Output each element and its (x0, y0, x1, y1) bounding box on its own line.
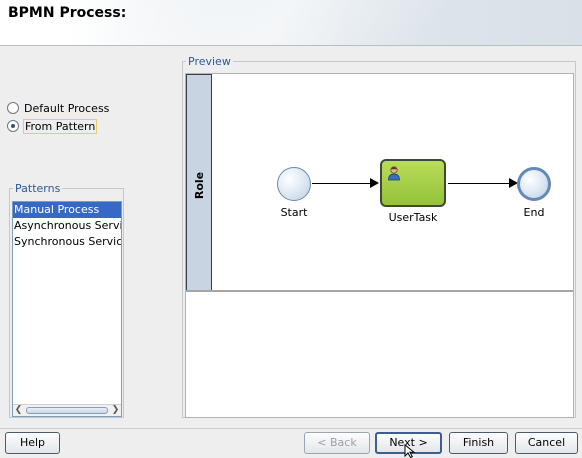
default-process-radio[interactable] (7, 102, 19, 114)
mouse-cursor-icon (404, 444, 416, 458)
patterns-horizontal-scrollbar[interactable]: ❮ ❯ (13, 404, 121, 416)
preview-legend: Preview (186, 55, 233, 68)
end-event-icon (517, 167, 551, 201)
flow-task-to-end (448, 183, 510, 184)
scroll-right-icon[interactable]: ❯ (111, 405, 120, 415)
from-pattern-radio[interactable] (7, 120, 19, 132)
arrow-head-icon (370, 178, 379, 188)
button-bar-separator (0, 428, 582, 429)
flow-start-to-task (312, 183, 371, 184)
scroll-left-icon[interactable]: ❮ (14, 405, 23, 415)
preview-canvas: Role Start UserTask End (185, 73, 574, 418)
start-event-icon (277, 167, 311, 201)
from-pattern-option[interactable]: From Pattern (7, 118, 98, 134)
default-process-option[interactable]: Default Process (7, 100, 110, 116)
user-task (380, 159, 446, 207)
swimlane-header: Role (186, 74, 212, 291)
wizard-header: BPMN Process: (0, 0, 582, 46)
lane-name: Role (193, 171, 207, 199)
user-icon (388, 166, 400, 181)
arrow-head-icon (509, 178, 518, 188)
patterns-legend: Patterns (13, 182, 63, 195)
cancel-button[interactable]: Cancel (515, 432, 578, 454)
task-label: UserTask (388, 211, 438, 224)
scrollbar-thumb[interactable] (26, 407, 108, 414)
swimlane: Role Start UserTask End (186, 74, 573, 291)
lane-divider (186, 290, 573, 292)
patterns-list[interactable]: Manual Process Asynchronous Service Sync… (12, 201, 122, 417)
pattern-item-asynchronous-service[interactable]: Asynchronous Service (14, 219, 122, 232)
start-label: Start (280, 206, 308, 219)
end-label: End (523, 206, 545, 219)
pattern-item-synchronous-service[interactable]: Synchronous Service (14, 235, 122, 248)
back-button[interactable]: < Back (304, 432, 370, 454)
help-button[interactable]: Help (5, 432, 60, 454)
from-pattern-label: From Pattern (23, 118, 98, 134)
page-title: BPMN Process: (8, 5, 127, 21)
default-process-label: Default Process (24, 101, 110, 115)
finish-button[interactable]: Finish (449, 432, 508, 454)
pattern-item-manual-process[interactable]: Manual Process (13, 202, 121, 218)
patterns-group (9, 188, 124, 418)
